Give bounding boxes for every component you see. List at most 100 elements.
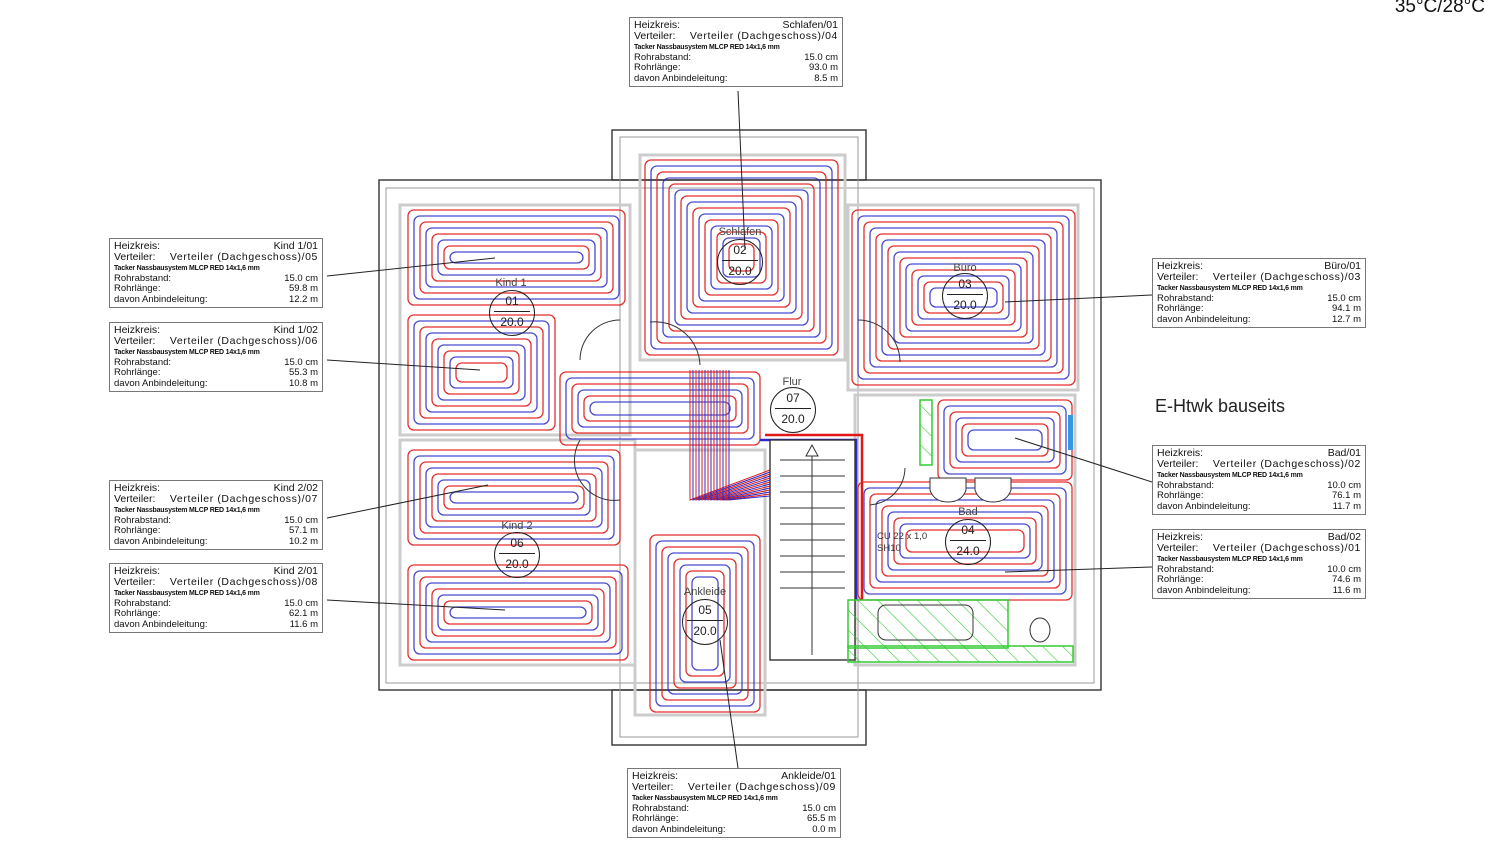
heating-pipe-loop bbox=[887, 245, 1040, 350]
spacing-row: Rohrabstand:15.0 cm bbox=[1157, 292, 1361, 305]
distributor-value: Verteiler (Dachgeschoss)/01 bbox=[1212, 541, 1361, 554]
system-value: Tacker Nassbausystem MLCP RED 14x1,6 mm bbox=[114, 348, 260, 356]
heating-pipe-loop bbox=[655, 540, 755, 707]
distributor-row: Verteiler:Verteiler (Dachgeschoss)/02 bbox=[1157, 458, 1361, 470]
distributor-label: Verteiler: bbox=[1157, 541, 1199, 554]
toilet bbox=[1029, 617, 1051, 643]
distributor-row: Verteiler:Verteiler (Dachgeschoss)/03 bbox=[1157, 271, 1361, 283]
circuit-row: Heizkreis:Büro/01 bbox=[1157, 261, 1361, 272]
distributor-pipe bbox=[716, 370, 771, 501]
length-value: 93.0 m bbox=[808, 62, 838, 73]
circuit-label: Heizkreis: bbox=[114, 324, 161, 336]
heating-pipe-loop bbox=[967, 429, 1043, 451]
connection-value: 8.5 m bbox=[814, 72, 838, 84]
wall bbox=[611, 129, 867, 181]
room-name-buero: Büro bbox=[953, 262, 977, 274]
spacing-row: Rohrabstand:15.0 cm bbox=[114, 514, 318, 527]
connection-row: davon Anbindeleitung:11.7 m bbox=[1157, 501, 1361, 513]
room-name-kind2: Kind 2 bbox=[501, 520, 533, 532]
heating-pipe-loop bbox=[437, 479, 591, 516]
system-value: Tacker Nassbausystem MLCP RED 14x1,6 mm bbox=[114, 506, 260, 514]
heating-pipe-loop bbox=[673, 558, 737, 689]
connection-label: davon Anbindeleitung: bbox=[1157, 584, 1251, 596]
spacing-row: Rohrabstand:10.0 cm bbox=[1157, 480, 1361, 492]
spacing-row: Rohrabstand:15.0 cm bbox=[114, 597, 318, 610]
spacing-label: Rohrabstand: bbox=[114, 514, 172, 526]
length-label: Rohrlänge: bbox=[1157, 574, 1204, 585]
room-number: 04 bbox=[961, 523, 975, 537]
length-label: Rohrlänge: bbox=[1157, 303, 1204, 314]
heating-pipe-loop bbox=[943, 405, 1067, 475]
circuit-row: Heizkreis:Bad/02 bbox=[1157, 532, 1361, 543]
connection-value: 12.2 m bbox=[288, 293, 318, 305]
distributor-label: Verteiler: bbox=[114, 250, 156, 263]
heating-pipe-loop bbox=[857, 215, 1070, 380]
room-number: 06 bbox=[510, 536, 524, 550]
leader-line bbox=[1004, 566, 1153, 573]
spacing-label: Rohrabstand: bbox=[1157, 292, 1215, 304]
door-swing bbox=[857, 319, 901, 363]
connection-label: davon Anbindeleitung: bbox=[634, 72, 728, 84]
heating-pipe-loop bbox=[443, 245, 590, 270]
distributor-pipe bbox=[722, 370, 771, 501]
interior-wall bbox=[846, 203, 1080, 392]
spacing-label: Rohrabstand: bbox=[114, 272, 172, 284]
heating-pipe-loop bbox=[674, 189, 809, 326]
system-value: Tacker Nassbausystem MLCP RED 14x1,6 mm bbox=[632, 794, 778, 802]
spacing-value: 15.0 cm bbox=[284, 356, 318, 368]
room-temperature: 20.0 bbox=[505, 557, 529, 571]
heating-pipe-loop bbox=[431, 338, 532, 407]
circuit-label: Heizkreis: bbox=[1157, 260, 1204, 272]
spacing-row: Rohrabstand:10.0 cm bbox=[1157, 564, 1361, 576]
connection-row: davon Anbindeleitung:10.8 m bbox=[114, 378, 318, 390]
connection-label: davon Anbindeleitung: bbox=[1157, 313, 1251, 325]
distributor-pipe bbox=[728, 370, 771, 501]
heating-pipe-loop bbox=[881, 505, 1049, 577]
floor-strip bbox=[847, 645, 1074, 663]
length-value: 94.1 m bbox=[1331, 303, 1361, 314]
circuit-row: Heizkreis:Kind 1/01 bbox=[114, 241, 318, 252]
distributor-row: Verteiler: Verteiler (Dachgeschoss)/01 bbox=[1157, 541, 1361, 554]
length-row: Rohrlänge:57.1 m bbox=[114, 525, 318, 537]
system-value: Tacker Nassbausystem MLCP RED 14x1,6 mm bbox=[1157, 284, 1303, 292]
room-temperature: 20.0 bbox=[728, 264, 752, 278]
ehtwk-note: E-Htwk bauseits bbox=[1155, 396, 1286, 416]
shaft-area bbox=[919, 399, 933, 466]
bathtub bbox=[877, 604, 974, 641]
distributor-row: Verteiler:Verteiler (Dachgeschoss)/06 bbox=[114, 335, 318, 347]
heating-pipe-loop bbox=[437, 239, 596, 276]
heating-pipe-loop bbox=[911, 269, 1016, 326]
distributor-pipe bbox=[719, 370, 771, 501]
heating-pipe-loop bbox=[449, 606, 587, 619]
wall bbox=[611, 689, 867, 746]
circuit-row: Heizkreis:Kind 2/01 bbox=[114, 566, 318, 577]
length-value: 57.1 m bbox=[288, 525, 318, 536]
interior-wall bbox=[633, 448, 767, 717]
heating-pipe-loop bbox=[431, 588, 605, 637]
room-number: 05 bbox=[698, 603, 712, 617]
heating-pipe-loop bbox=[667, 552, 743, 695]
heating-pipe-loop bbox=[881, 239, 1046, 356]
pipe-sub-note: SH10 bbox=[877, 543, 901, 554]
heating-pipe-loop bbox=[425, 582, 611, 643]
spacing-label: Rohrabstand: bbox=[114, 597, 172, 609]
heating-pipe-loop bbox=[905, 263, 1022, 332]
circuit-row: Heizkreis:Kind 1/02 bbox=[114, 325, 318, 336]
leader-line bbox=[326, 599, 506, 611]
heating-pipe-loop bbox=[407, 314, 556, 431]
connection-row: davon Anbindeleitung:12.7 m bbox=[1157, 313, 1361, 326]
room-temperature: 20.0 bbox=[953, 298, 977, 312]
heating-pipe-loop bbox=[686, 201, 797, 314]
heating-pipe-loop bbox=[559, 371, 761, 446]
length-value: 76.1 m bbox=[1331, 490, 1361, 501]
circuit-label: Heizkreis: bbox=[632, 770, 679, 782]
distributor-label: Verteiler: bbox=[634, 29, 676, 42]
heating-pipe-loop bbox=[449, 491, 579, 504]
length-value: 55.3 m bbox=[288, 367, 318, 378]
